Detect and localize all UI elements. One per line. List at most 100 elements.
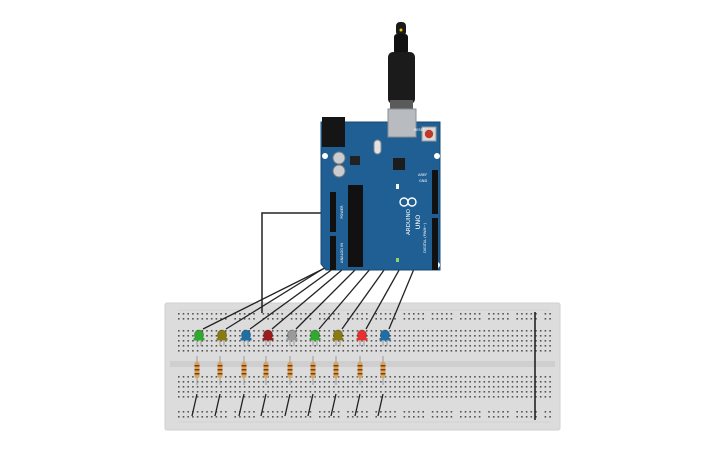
breadboard-hole bbox=[380, 381, 382, 383]
ground-lead-wire[interactable] bbox=[354, 393, 361, 417]
breadboard-hole bbox=[309, 381, 312, 383]
breadboard-hole bbox=[333, 345, 335, 347]
breadboard-hole bbox=[544, 318, 547, 320]
breadboard-hole bbox=[474, 345, 476, 347]
breadboard-hole bbox=[239, 313, 241, 315]
breadboard-hole bbox=[192, 313, 194, 315]
breadboard-hole bbox=[441, 396, 443, 398]
breadboard-hole bbox=[192, 396, 194, 398]
breadboard-hole bbox=[384, 391, 387, 393]
ground-lead-wire[interactable] bbox=[191, 393, 198, 417]
ground-lead-wire[interactable] bbox=[260, 393, 267, 417]
breadboard-hole bbox=[323, 345, 326, 347]
breadboard-hole bbox=[347, 345, 349, 347]
breadboard-hole bbox=[394, 340, 396, 342]
breadboard-hole bbox=[488, 340, 490, 342]
breadboard-hole bbox=[384, 396, 387, 398]
breadboard-hole bbox=[304, 345, 307, 347]
breadboard-hole bbox=[530, 318, 533, 320]
breadboard-hole bbox=[530, 335, 533, 337]
ground-wire[interactable] bbox=[261, 212, 328, 313]
ground-lead-wire[interactable] bbox=[238, 393, 245, 417]
breadboard-hole bbox=[215, 381, 218, 383]
breadboard-hole bbox=[267, 318, 269, 320]
breadboard-hole bbox=[431, 335, 434, 337]
breadboard-hole bbox=[210, 350, 213, 352]
ground-lead-wire[interactable] bbox=[307, 393, 314, 417]
jumper-wire[interactable] bbox=[202, 267, 326, 330]
breadboard-hole bbox=[380, 391, 382, 393]
breadboard-hole bbox=[483, 335, 486, 337]
breadboard-hole bbox=[351, 381, 354, 383]
ground-lead-wire[interactable] bbox=[284, 393, 291, 417]
breadboard-hole bbox=[394, 330, 396, 332]
breadboard-hole bbox=[225, 416, 227, 418]
ground-lead-wire[interactable] bbox=[377, 393, 384, 417]
breadboard-hole bbox=[333, 396, 335, 398]
breadboard-hole bbox=[229, 345, 232, 347]
breadboard-hole bbox=[441, 386, 443, 388]
breadboard-hole bbox=[431, 340, 434, 342]
breadboard-hole bbox=[257, 396, 260, 398]
breadboard-hole bbox=[342, 381, 345, 383]
breadboard-hole bbox=[455, 350, 457, 352]
breadboard-hole bbox=[375, 340, 377, 342]
breadboard-hole bbox=[502, 335, 504, 337]
breadboard-hole bbox=[389, 335, 392, 337]
breadboard-hole bbox=[530, 376, 533, 378]
breadboard-hole bbox=[276, 330, 279, 332]
atmega-chip bbox=[348, 185, 363, 267]
usb-plug-tip bbox=[390, 100, 413, 110]
ground-lead-wire[interactable] bbox=[330, 393, 337, 417]
breadboard-hole bbox=[201, 396, 204, 398]
breadboard-hole bbox=[549, 350, 551, 352]
breadboard-hole bbox=[267, 391, 269, 393]
breadboard-hole bbox=[464, 345, 467, 347]
breadboard-hole bbox=[436, 391, 439, 393]
breadboard-hole bbox=[488, 330, 490, 332]
breadboard-hole bbox=[366, 313, 368, 315]
breadboard-hole bbox=[304, 330, 307, 332]
board-led bbox=[396, 184, 399, 189]
breadboard-hole bbox=[319, 411, 321, 413]
breadboard-hole bbox=[469, 386, 471, 388]
reset-button-cap[interactable] bbox=[424, 129, 434, 139]
breadboard-hole bbox=[403, 396, 406, 398]
breadboard-hole bbox=[492, 376, 495, 378]
breadboard-hole bbox=[483, 391, 486, 393]
breadboard-hole bbox=[427, 350, 429, 352]
breadboard-hole bbox=[281, 391, 283, 393]
breadboard-hole bbox=[455, 396, 457, 398]
breadboard-hole bbox=[328, 335, 330, 337]
breadboard-hole bbox=[234, 335, 236, 337]
arduino-board[interactable]: ARDUINO UNO POWER ANALOG IN DIGITAL (PWM… bbox=[320, 108, 441, 271]
breadboard-hole bbox=[319, 313, 321, 315]
breadboard-hole bbox=[413, 416, 415, 418]
breadboard-hole bbox=[441, 381, 443, 383]
breadboard-hole bbox=[474, 396, 476, 398]
breadboard-hole bbox=[309, 386, 312, 388]
breadboard-hole bbox=[351, 411, 354, 413]
breadboard-hole bbox=[243, 396, 246, 398]
breadboard-hole bbox=[206, 386, 208, 388]
breadboard-hole bbox=[319, 318, 321, 320]
usb-cable[interactable] bbox=[388, 22, 415, 110]
breadboard-hole bbox=[370, 376, 373, 378]
breadboard-hole bbox=[243, 411, 246, 413]
jumper-wire[interactable] bbox=[225, 261, 335, 330]
resistor-band bbox=[263, 365, 269, 367]
breadboard-hole bbox=[295, 416, 298, 418]
breadboard-hole bbox=[521, 376, 523, 378]
breadboard-hole bbox=[422, 345, 424, 347]
breadboard-hole bbox=[272, 391, 274, 393]
breadboard-hole bbox=[178, 313, 180, 315]
breadboard-hole bbox=[450, 313, 453, 315]
breadboard-hole bbox=[328, 376, 330, 378]
breadboard-hole bbox=[182, 350, 185, 352]
breadboard-hole bbox=[511, 396, 514, 398]
breadboard-hole bbox=[474, 376, 476, 378]
breadboard-hole bbox=[337, 313, 340, 315]
ground-lead-wire[interactable] bbox=[214, 393, 221, 417]
breadboard-hole bbox=[178, 411, 180, 413]
board-mount-hole bbox=[322, 153, 328, 159]
